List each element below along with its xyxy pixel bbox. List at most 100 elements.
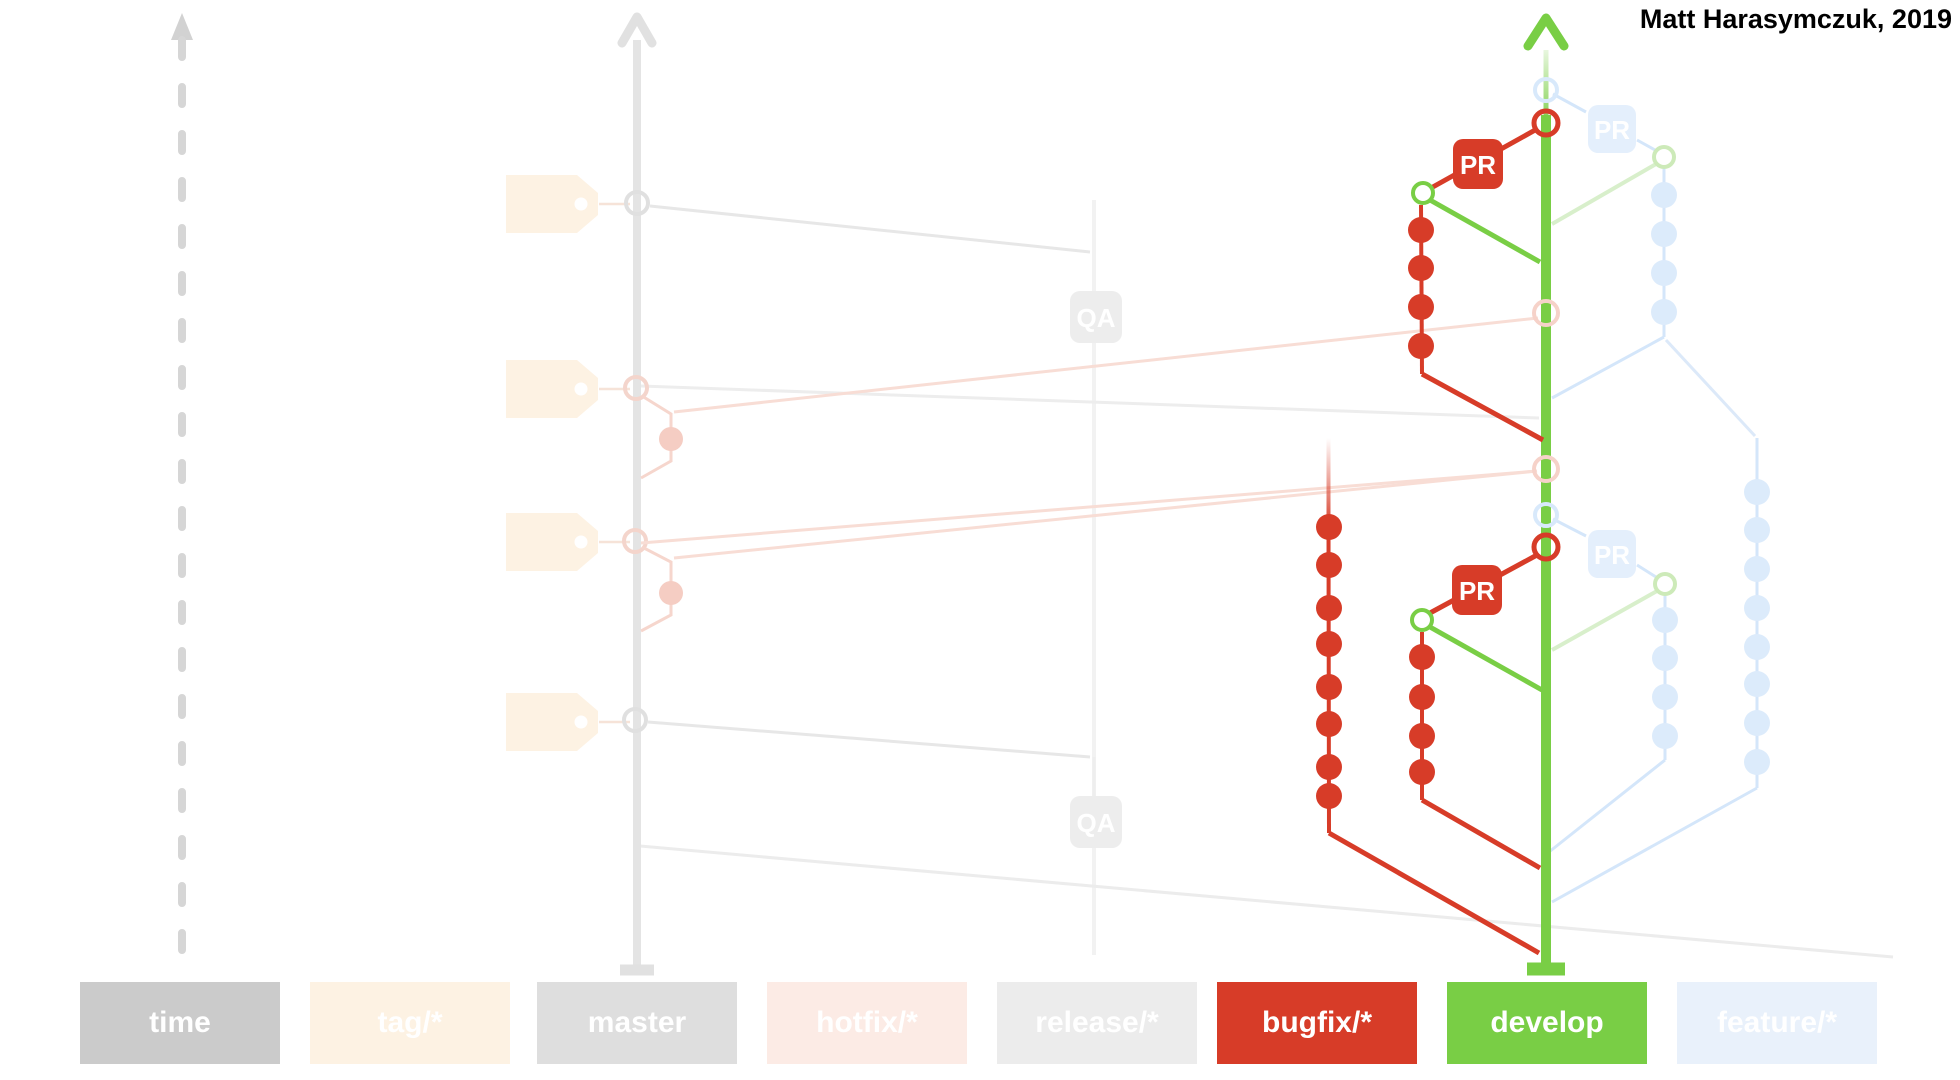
master-arrow-icon: [617, 12, 657, 48]
feature-commit: [1744, 517, 1770, 543]
develop-arrow-icon: [1523, 13, 1569, 51]
feature-review-commit: [1653, 572, 1677, 596]
pr-badge-faded: [1588, 530, 1636, 578]
pr-badge: [1452, 565, 1502, 615]
develop-merge-commit-bugfix: [1531, 108, 1561, 138]
bugfix-branches: PR PR: [1316, 108, 1561, 956]
feature-commit: [1651, 299, 1677, 325]
branch-label-feature: feature/*: [1677, 982, 1877, 1064]
bugfix-commit: [1316, 674, 1342, 700]
hotfix-to-develop-merge-line: [673, 469, 1538, 560]
qa-badge: [1070, 796, 1122, 848]
feature-commit: [1651, 182, 1677, 208]
feature-commit: [1744, 595, 1770, 621]
release-to-master-merge-line: [649, 204, 1091, 254]
feature-commit: [1744, 710, 1770, 736]
bugfix-commit: [1408, 255, 1434, 281]
feature-commit: [1652, 684, 1678, 710]
feature-commit: [1744, 479, 1770, 505]
feature-commit: [1652, 607, 1678, 633]
feature-branch-off-line: [1551, 162, 1657, 226]
bugfix-commit: [1409, 759, 1435, 785]
master-merge-commit: [623, 375, 649, 401]
develop-merge-commit-hotfix: [1532, 299, 1560, 327]
pr-badge-label: PR: [1460, 150, 1496, 180]
bugfix-branch-lower: PR: [1409, 532, 1561, 871]
feature-commit: [1651, 260, 1677, 286]
develop-merge-commit-feature: [1533, 77, 1559, 103]
master-merge-commit: [624, 190, 650, 216]
feature-commit: [1652, 723, 1678, 749]
master-to-develop-merge-line: [640, 469, 1538, 545]
feature-branch-lower: PR: [1548, 517, 1678, 854]
feature-review-commit: [1652, 145, 1676, 169]
bugfix-commit: [1409, 684, 1435, 710]
bugfix-branch-upper: PR: [1408, 108, 1561, 443]
hotfix-commit: [659, 427, 683, 451]
tag-marker: [506, 360, 630, 418]
bugfix-branch-off-line: [1420, 797, 1542, 871]
time-axis: [171, 13, 193, 976]
bugfix-review-line: [1428, 624, 1544, 693]
attribution-text: Matt Harasymczuk, 2019: [1639, 4, 1952, 34]
branch-label-release: release/*: [997, 982, 1197, 1064]
pr-badge: [1453, 139, 1503, 189]
bugfix-commit: [1409, 644, 1435, 670]
feature-branches-faded: PR PR: [1548, 92, 1770, 904]
bugfix-commit: [1316, 631, 1342, 657]
bugfix-review-commit: [1411, 181, 1435, 205]
feature-commit: [1744, 671, 1770, 697]
bugfix-commit: [1316, 711, 1342, 737]
tag-marker: [506, 513, 630, 571]
feature-commit: [1744, 749, 1770, 775]
branch-label-develop: develop: [1447, 982, 1647, 1064]
hotfix-branch-faded: [640, 316, 1539, 633]
branch-label-time: time: [80, 982, 280, 1064]
pr-badge-faded: [1588, 105, 1636, 153]
feature-branch-upper: PR: [1551, 92, 1757, 438]
hotfix-commit: [659, 581, 683, 605]
bugfix-commit: [1409, 723, 1435, 749]
develop-branch: [1523, 13, 1569, 976]
master-merge-commit: [622, 707, 648, 733]
bugfix-commit: [1408, 333, 1434, 359]
branch-label-hotfix: hotfix/*: [767, 982, 967, 1064]
time-arrow-icon: [171, 13, 193, 40]
master-branch-faded: [506, 12, 657, 976]
hotfix-to-develop-merge-line: [673, 316, 1539, 414]
feature-branch-off-line: [1551, 589, 1658, 652]
pr-badge-label: PR: [1594, 115, 1630, 145]
develop-merge-commit-hotfix: [1532, 455, 1560, 483]
branch-label-master: master: [537, 982, 737, 1064]
pr-badge-label: PR: [1459, 576, 1495, 606]
version-tags: [506, 175, 630, 751]
master-merge-commit: [622, 528, 648, 554]
release-to-master-merge-line-2: [647, 720, 1091, 759]
release-branch-faded: QA QA: [639, 200, 1894, 959]
qa-badge-label: QA: [1077, 808, 1116, 838]
feature-commit: [1744, 634, 1770, 660]
tag-marker: [506, 175, 630, 233]
feature-commit: [1652, 645, 1678, 671]
develop-merge-commit-feature: [1533, 502, 1559, 528]
bugfix-commit: [1316, 595, 1342, 621]
bugfix-branch-in-progress: [1316, 438, 1541, 956]
master-bottom-branch-line: [639, 844, 1894, 959]
bugfix-commit: [1316, 783, 1342, 809]
branch-label-tag: tag/*: [310, 982, 510, 1064]
qa-badge: [1070, 291, 1122, 343]
bugfix-commit: [1408, 294, 1434, 320]
bugfix-commit: [1316, 754, 1342, 780]
bugfix-commit: [1316, 552, 1342, 578]
feature-branch-outer: [1551, 438, 1770, 904]
bugfix-branch-off-line: [1420, 371, 1545, 443]
bugfix-commit: [1408, 217, 1434, 243]
bugfix-review-line: [1428, 197, 1542, 265]
feature-commit: [1651, 221, 1677, 247]
master-to-develop-line: [640, 384, 1540, 420]
pr-badge-label: PR: [1594, 540, 1630, 570]
bugfix-branch-off-line: [1327, 830, 1541, 956]
qa-badge-label: QA: [1077, 303, 1116, 333]
